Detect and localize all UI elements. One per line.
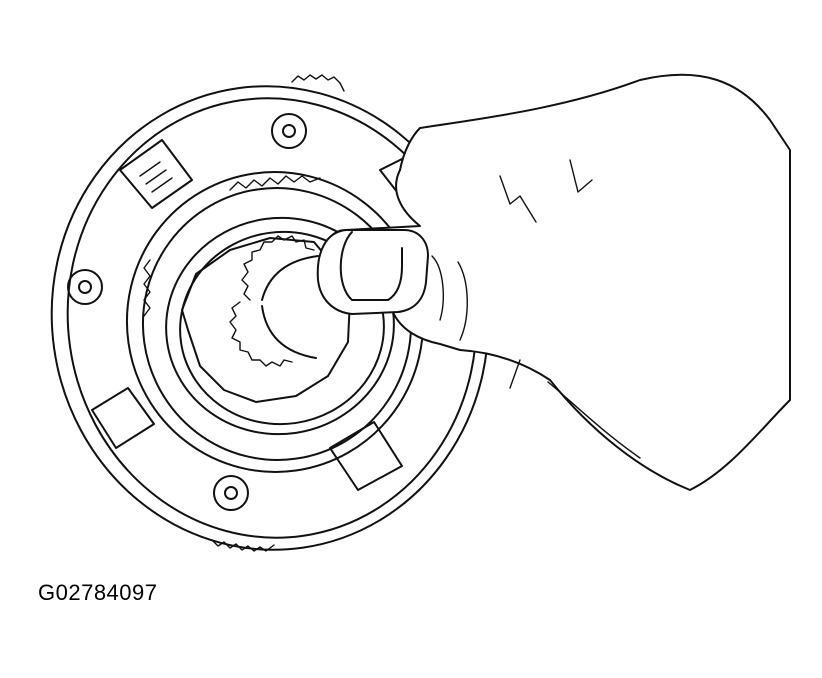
figure-id-label: G02784097 — [38, 580, 158, 605]
splined-hub — [229, 235, 319, 367]
mounting-bolt-left — [67, 269, 103, 305]
mounting-bolt-bottom — [213, 475, 249, 511]
mounting-bolt-top — [271, 113, 307, 149]
hand-illustration — [316, 73, 791, 491]
